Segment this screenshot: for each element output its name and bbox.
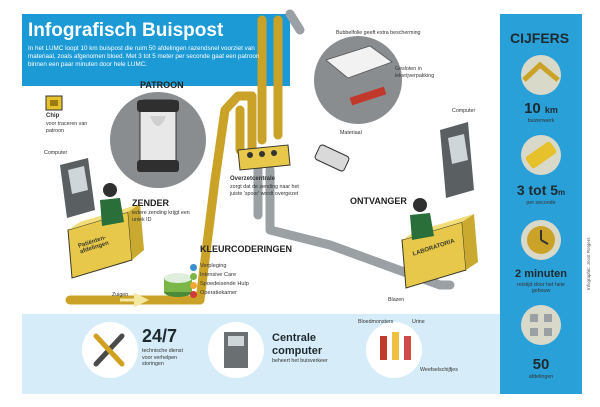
central-desc: beheert het buisverkeer <box>272 358 328 364</box>
cijfer-1-value: 10 km <box>524 100 558 117</box>
cijfer-4-value: 50 <box>532 356 550 373</box>
patroon-illustration <box>110 92 206 188</box>
legend-swatch <box>190 273 197 280</box>
computer-right-label: Computer <box>452 108 476 114</box>
zender-desc: iedere zending krijgt een uniek ID <box>132 210 190 223</box>
zuigen-label: Zuigen <box>112 292 129 298</box>
samples-icon <box>366 322 422 378</box>
legend-swatch <box>190 264 197 271</box>
color-button <box>164 273 192 297</box>
overzet-box <box>237 144 291 171</box>
tools-icon <box>82 322 138 378</box>
legend-label: Operatiekamer <box>200 290 237 296</box>
person-left <box>100 183 124 226</box>
intro-text: In het LUMC loopt 10 km buispost die rui… <box>28 45 260 69</box>
weefsel-label: Weefselschijfjes <box>420 367 458 373</box>
tube-network <box>65 15 283 305</box>
chip-title: Chip <box>46 113 60 119</box>
zender-title: ZENDER <box>132 198 170 208</box>
person-right <box>410 198 434 240</box>
cijfer-2-value: 3 tot 5m <box>516 182 566 198</box>
urine-label: Urine <box>412 319 425 325</box>
pipes-icon <box>521 55 561 95</box>
cijfers-title: CIJFERS <box>510 30 570 46</box>
legend-label: Intensive Care <box>200 272 237 278</box>
header-band <box>22 14 290 86</box>
network-icon <box>521 305 561 345</box>
computer-left-icon <box>60 158 95 218</box>
grey-tubes <box>253 9 455 290</box>
page-title: Infografisch Buispost <box>28 20 224 41</box>
overzet-title: Overzetcentrale <box>230 176 276 182</box>
credit: Infographic: Joost Rotgers <box>586 237 591 290</box>
capsule-icon <box>521 135 561 175</box>
overzet-desc: zorgt dat de zending naar het juiste 'sp… <box>230 184 299 197</box>
support-desc: technische dienst voor verhelpen storing… <box>142 348 183 368</box>
central-title: Centrale computer <box>272 332 323 357</box>
cijfer-4-desc: afdelingen <box>528 374 554 380</box>
central-computer-icon <box>208 322 264 378</box>
cijfer-3-value: 2 minuten <box>515 268 567 280</box>
chip-icon <box>45 95 63 111</box>
computer-left-label: Computer <box>44 150 68 156</box>
cijfer-3-desc: reistijd door het hele gebouw <box>517 282 565 295</box>
legend-swatch <box>190 282 197 289</box>
computer-right-icon <box>440 122 474 198</box>
patroon-label: PATROON <box>140 80 184 90</box>
legend-label: Spoedeisende Hulp <box>200 281 249 287</box>
chip-desc: voor traceren van patroon <box>46 121 88 134</box>
cijfer-2-desc: per seconde <box>526 200 556 206</box>
blazen-label: Blazen <box>388 297 405 303</box>
support-big: 24/7 <box>142 326 178 346</box>
kleur-title: KLEURCODERINGEN <box>200 244 293 254</box>
bubbel-label: Bubbelfolie geeft extra bescherming <box>336 30 421 36</box>
legend-label: Verpleging <box>200 263 227 269</box>
gesloten-label: Gesloten in lekvrijverpakking <box>395 66 435 79</box>
bloed-label: Bloedmonsters <box>358 319 394 325</box>
legend-swatch <box>190 291 197 298</box>
materiaal-label: Materiaal <box>340 130 362 136</box>
clock-icon <box>521 220 561 260</box>
ontvanger-title: ONTVANGER <box>350 196 407 206</box>
cijfer-1-desc: buizenwerk <box>527 118 555 124</box>
capsule-small <box>314 144 350 172</box>
packaging-illustration <box>314 36 402 124</box>
